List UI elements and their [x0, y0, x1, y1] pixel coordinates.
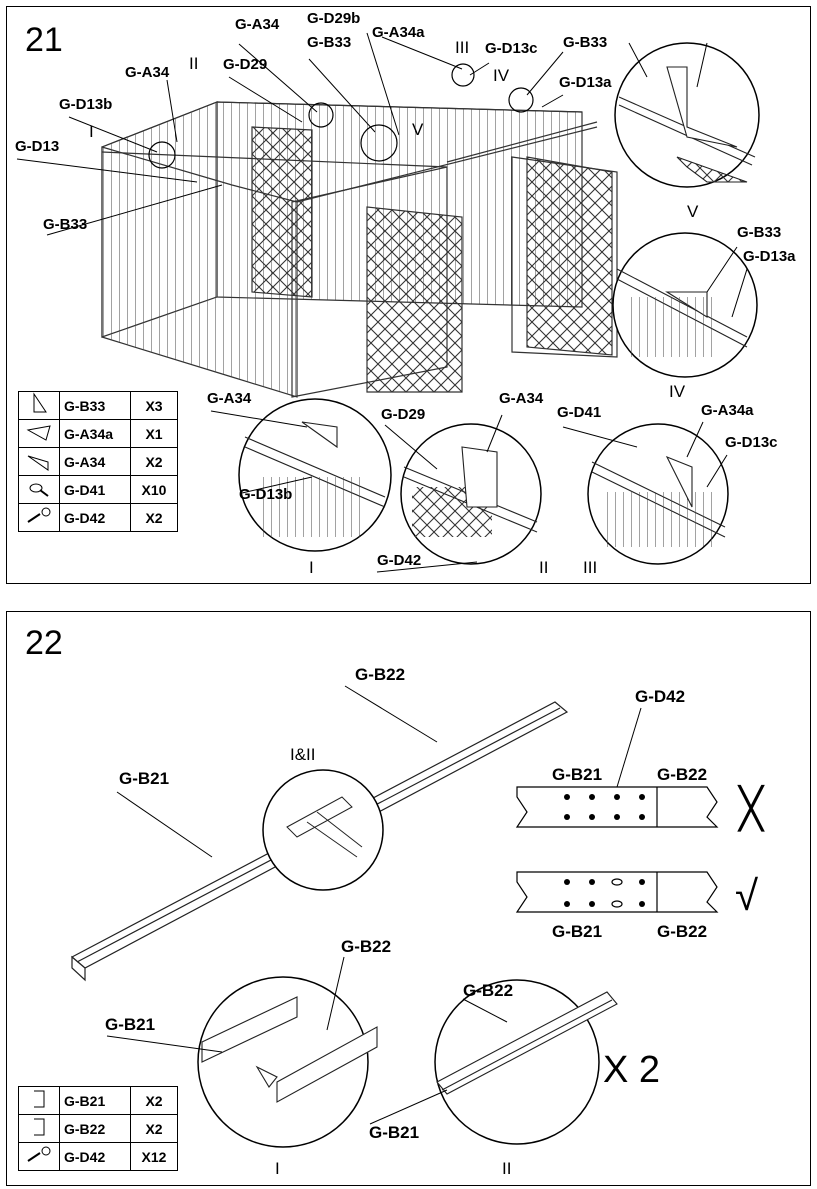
- screw-icon: [18, 475, 60, 504]
- callout-label: G-A34: [207, 390, 252, 407]
- part-qty: X1: [130, 419, 178, 448]
- parts-row: G-A34 X2: [18, 447, 178, 476]
- part-name: G-A34a: [59, 419, 131, 448]
- roman-label: III: [455, 38, 469, 57]
- step-21-illustration: G-A34 G-D29b G-A34a G-D13c G-B33 G-D29 G…: [15, 10, 796, 577]
- roman-label: IV: [669, 382, 686, 401]
- part-qty: X12: [130, 1142, 178, 1171]
- roman-label: V: [687, 202, 699, 221]
- callout-label: G-D41: [557, 404, 601, 421]
- parts-row: G-B21 X2: [18, 1086, 178, 1115]
- callout-label: G-D29b: [307, 10, 360, 27]
- parts-row: G-A34a X1: [18, 419, 178, 448]
- multiplier-label: X 2: [603, 1049, 660, 1091]
- callout-label: G-A34: [125, 64, 170, 81]
- roman-label: V: [412, 120, 424, 139]
- callout-label: G-D13b: [239, 486, 292, 503]
- callout-label: G-D42: [635, 687, 685, 706]
- roman-label: IV: [493, 66, 510, 85]
- part-name: G-A34: [59, 447, 131, 476]
- roman-label: II: [539, 558, 548, 577]
- parts-list: G-B21 X2 G-B22 X2 G-D42 X12: [18, 1086, 178, 1171]
- part-qty: X2: [130, 503, 178, 532]
- callout-label: G-B21: [105, 1015, 155, 1034]
- callout-label: G-A34: [499, 390, 544, 407]
- roman-label: I: [275, 1159, 280, 1178]
- joint-correct: [515, 871, 719, 913]
- part-name: G-D42: [59, 1142, 131, 1171]
- parts-row: G-B33 X3: [18, 391, 178, 420]
- roman-label: I: [89, 122, 94, 141]
- callout-label: G-B33: [43, 216, 87, 233]
- callout-label: G-B33: [737, 224, 781, 241]
- callout-label: G-D13a: [743, 248, 796, 265]
- shed-frame: [101, 101, 618, 398]
- callout-label: G-B22: [341, 937, 391, 956]
- part-name: G-B21: [59, 1086, 131, 1115]
- correct-mark: √: [735, 872, 759, 919]
- part-qty: X2: [130, 1114, 178, 1143]
- callout-label: G-D13c: [485, 40, 538, 57]
- part-name: G-B33: [59, 391, 131, 420]
- detail-circle-I-II: [262, 769, 384, 891]
- parts-row: G-D42 X12: [18, 1142, 178, 1171]
- callout-label: G-B22: [463, 981, 513, 1000]
- roman-label: II: [502, 1159, 511, 1178]
- callout-label: G-B22: [657, 765, 707, 784]
- callout-label: G-A34a: [372, 24, 425, 41]
- callout-label: G-D13: [15, 138, 59, 155]
- parts-list: G-B33 X3 G-A34a X1 G-A34 X2 G-D41 X10 G-…: [18, 391, 178, 532]
- roman-label: II: [189, 54, 198, 73]
- part-qty: X3: [130, 391, 178, 420]
- callout-label: G-B21: [369, 1123, 419, 1142]
- step-22-illustration: G-B22 G-B21 G-D42 G-B21 G-B22 G-B21 G-B2…: [70, 665, 765, 1178]
- callout-label: G-B21: [119, 769, 169, 788]
- parts-row: G-D42 X2: [18, 503, 178, 532]
- callout-label: G-D42: [377, 552, 421, 569]
- roman-label: I&II: [290, 745, 316, 764]
- part-qty: X10: [130, 475, 178, 504]
- wrong-mark: ╳: [737, 784, 765, 832]
- callout-label: G-A34a: [701, 402, 754, 419]
- callout-label: G-D13b: [59, 96, 112, 113]
- part-name: G-D41: [59, 475, 131, 504]
- part-name: G-B22: [59, 1114, 131, 1143]
- part-qty: X2: [130, 1086, 178, 1115]
- callout-label: G-B22: [355, 665, 405, 684]
- joint-wrong: [515, 786, 719, 828]
- bracket-b33-icon: [18, 391, 60, 420]
- part-name: G-D42: [59, 503, 131, 532]
- callout-label: G-D29: [381, 406, 425, 423]
- detail-circle-I: [197, 976, 369, 1148]
- bracket-a34-icon: [18, 447, 60, 476]
- detail-circle-II: [434, 979, 600, 1145]
- roman-label: III: [583, 558, 597, 577]
- step-number: 21: [25, 21, 63, 59]
- callout-label: G-B21: [552, 922, 602, 941]
- parts-row: G-D41 X10: [18, 475, 178, 504]
- callout-label: G-B33: [563, 34, 607, 51]
- callout-label: G-D13a: [559, 74, 612, 91]
- bolt-nut-icon: [18, 1142, 60, 1171]
- channel-b22-icon: [18, 1114, 60, 1143]
- callout-label: G-A34: [235, 16, 280, 33]
- parts-row: G-B22 X2: [18, 1114, 178, 1143]
- callout-label: G-D29: [223, 56, 267, 73]
- callout-label: G-B33: [307, 34, 351, 51]
- step-22-panel: 22: [6, 611, 811, 1186]
- step-number: 22: [25, 624, 63, 662]
- callout-label: G-B21: [552, 765, 602, 784]
- bolt-nut-icon: [18, 503, 60, 532]
- part-qty: X2: [130, 447, 178, 476]
- roman-label: I: [309, 558, 314, 577]
- callout-label: G-B22: [657, 922, 707, 941]
- channel-b21-icon: [18, 1086, 60, 1115]
- callout-label: G-D13c: [725, 434, 778, 451]
- bracket-a34a-icon: [18, 419, 60, 448]
- step-21-panel: 21: [6, 6, 811, 584]
